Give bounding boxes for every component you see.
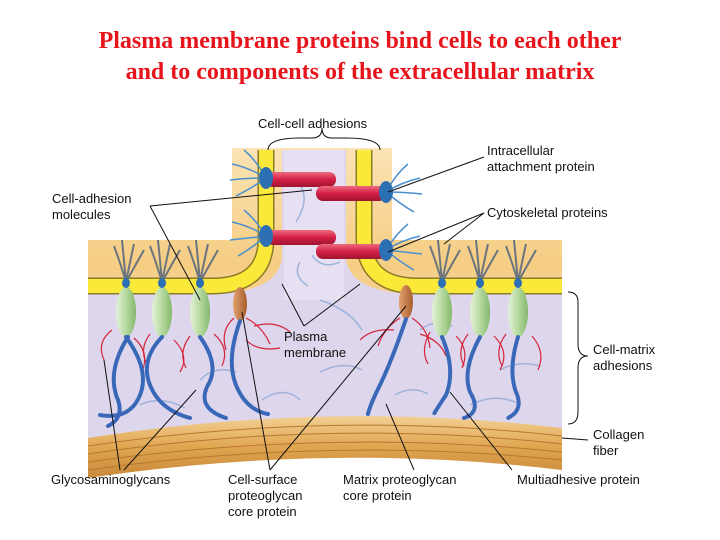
integrin-1 (113, 239, 145, 337)
gag-bead-chains (98, 317, 521, 428)
label-cell-surface-proteoglycan-core-protein: Cell-surface proteoglycan core protein (228, 472, 306, 519)
label-collagen-fiber: Collagen fiber (593, 427, 648, 458)
label-matrix-proteoglycan-core-protein: Matrix proteoglycan core protein (343, 472, 460, 503)
label-cell-cell-adhesions: Cell-cell adhesions (258, 116, 368, 131)
integrin-4 (429, 239, 461, 337)
title-line-2: and to components of the extracellular m… (125, 59, 595, 85)
plasma-membrane-right (355, 150, 562, 295)
label-multiadhesive-protein: Multiadhesive protein (517, 472, 640, 487)
label-plasma-membrane: Plasma membrane (284, 329, 346, 360)
attachment-protein-left-upper (229, 149, 273, 197)
label-glycosaminoglycans: Glycosaminoglycans (51, 472, 171, 487)
title-line-1: Plasma membrane proteins bind cells to e… (98, 28, 622, 54)
label-intracellular-attachment-protein: Intracellular attachment protein (487, 143, 595, 174)
label-cell-adhesion-molecules: Cell-adhesion molecules (52, 191, 135, 222)
integrin-5 (467, 239, 499, 337)
cadherin-lower (266, 230, 386, 259)
integrin-3 (187, 239, 219, 337)
collagen-fiber (87, 416, 563, 478)
label-cell-matrix-adhesions: Cell-matrix adhesions (593, 342, 659, 373)
attachment-protein-left-lower (229, 209, 273, 257)
cell-surface-core-protein (233, 287, 247, 321)
cadherin-upper (266, 172, 386, 201)
integrin-2 (149, 239, 181, 337)
label-cytoskeletal-proteins: Cytoskeletal proteins (487, 205, 608, 220)
callout-lines (103, 127, 589, 471)
integrin-6 (505, 239, 537, 337)
slide-title: Plasma membrane proteins bind cells to e… (0, 26, 720, 88)
matrix-core-protein (399, 285, 413, 319)
diagram-labels: Cell-cell adhesions Intracellular attach… (51, 116, 659, 519)
